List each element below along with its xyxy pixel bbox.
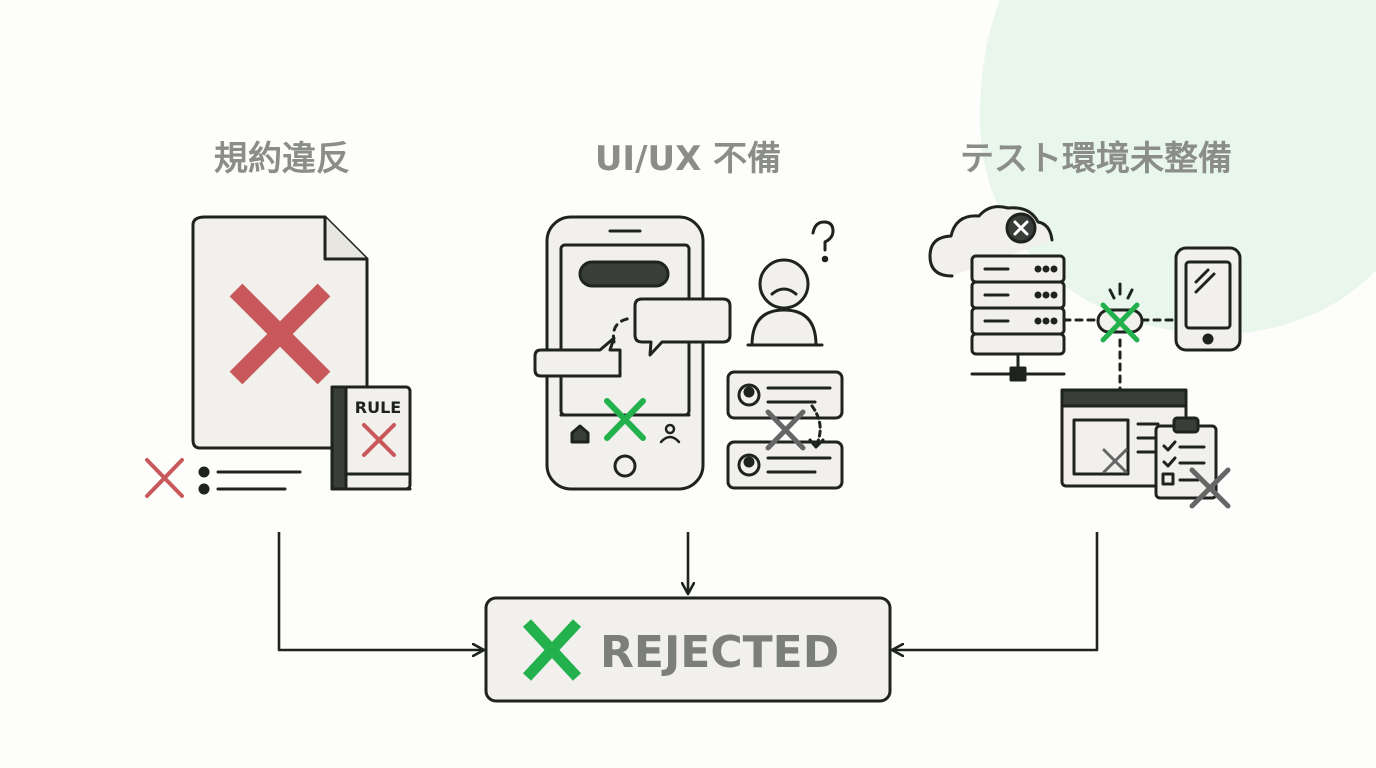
confused-user-icon [533, 215, 844, 491]
server-icon [970, 254, 1066, 382]
green-x-icon [604, 398, 646, 441]
x-mark-icon [522, 619, 582, 681]
rejected-label: REJECTED [600, 627, 839, 678]
swap-arrow-icon [810, 404, 822, 448]
connector-right [892, 532, 1099, 650]
error-badge-icon [1005, 212, 1037, 244]
rule-book-icon [330, 385, 412, 491]
column-title-ui-ux: UI/UX 不備 [595, 139, 781, 179]
green-x-link-icon [1100, 302, 1140, 343]
profile-icon [659, 423, 681, 444]
background-accent-shape [980, 0, 1376, 335]
rule-book-label: RULE [355, 398, 401, 417]
rule-violation-icon: RULE [145, 215, 412, 498]
home-icon [570, 424, 590, 444]
question-mark-icon [811, 220, 835, 263]
flow-connectors [277, 532, 1099, 650]
mobile-device-icon [1174, 246, 1242, 352]
gray-x-icon [765, 409, 806, 451]
red-x-icon [229, 283, 331, 385]
gray-x-clipboard-icon [1189, 467, 1231, 509]
bullet-list-icon [198, 466, 302, 495]
connector-left [277, 532, 484, 650]
speech-bubble-icon [533, 297, 732, 378]
gray-x-window-icon [1102, 448, 1128, 474]
column-title-test-environment: テスト環境未整備 [960, 139, 1232, 179]
small-red-x-icon [145, 458, 184, 498]
column-title-rule-violation: 規約違反 [214, 139, 350, 179]
person-icon [746, 258, 824, 347]
rejected-result-box: REJECTED [484, 596, 892, 703]
rule-book-x-icon [362, 423, 396, 457]
broken-test-environment-icon [928, 205, 1242, 509]
